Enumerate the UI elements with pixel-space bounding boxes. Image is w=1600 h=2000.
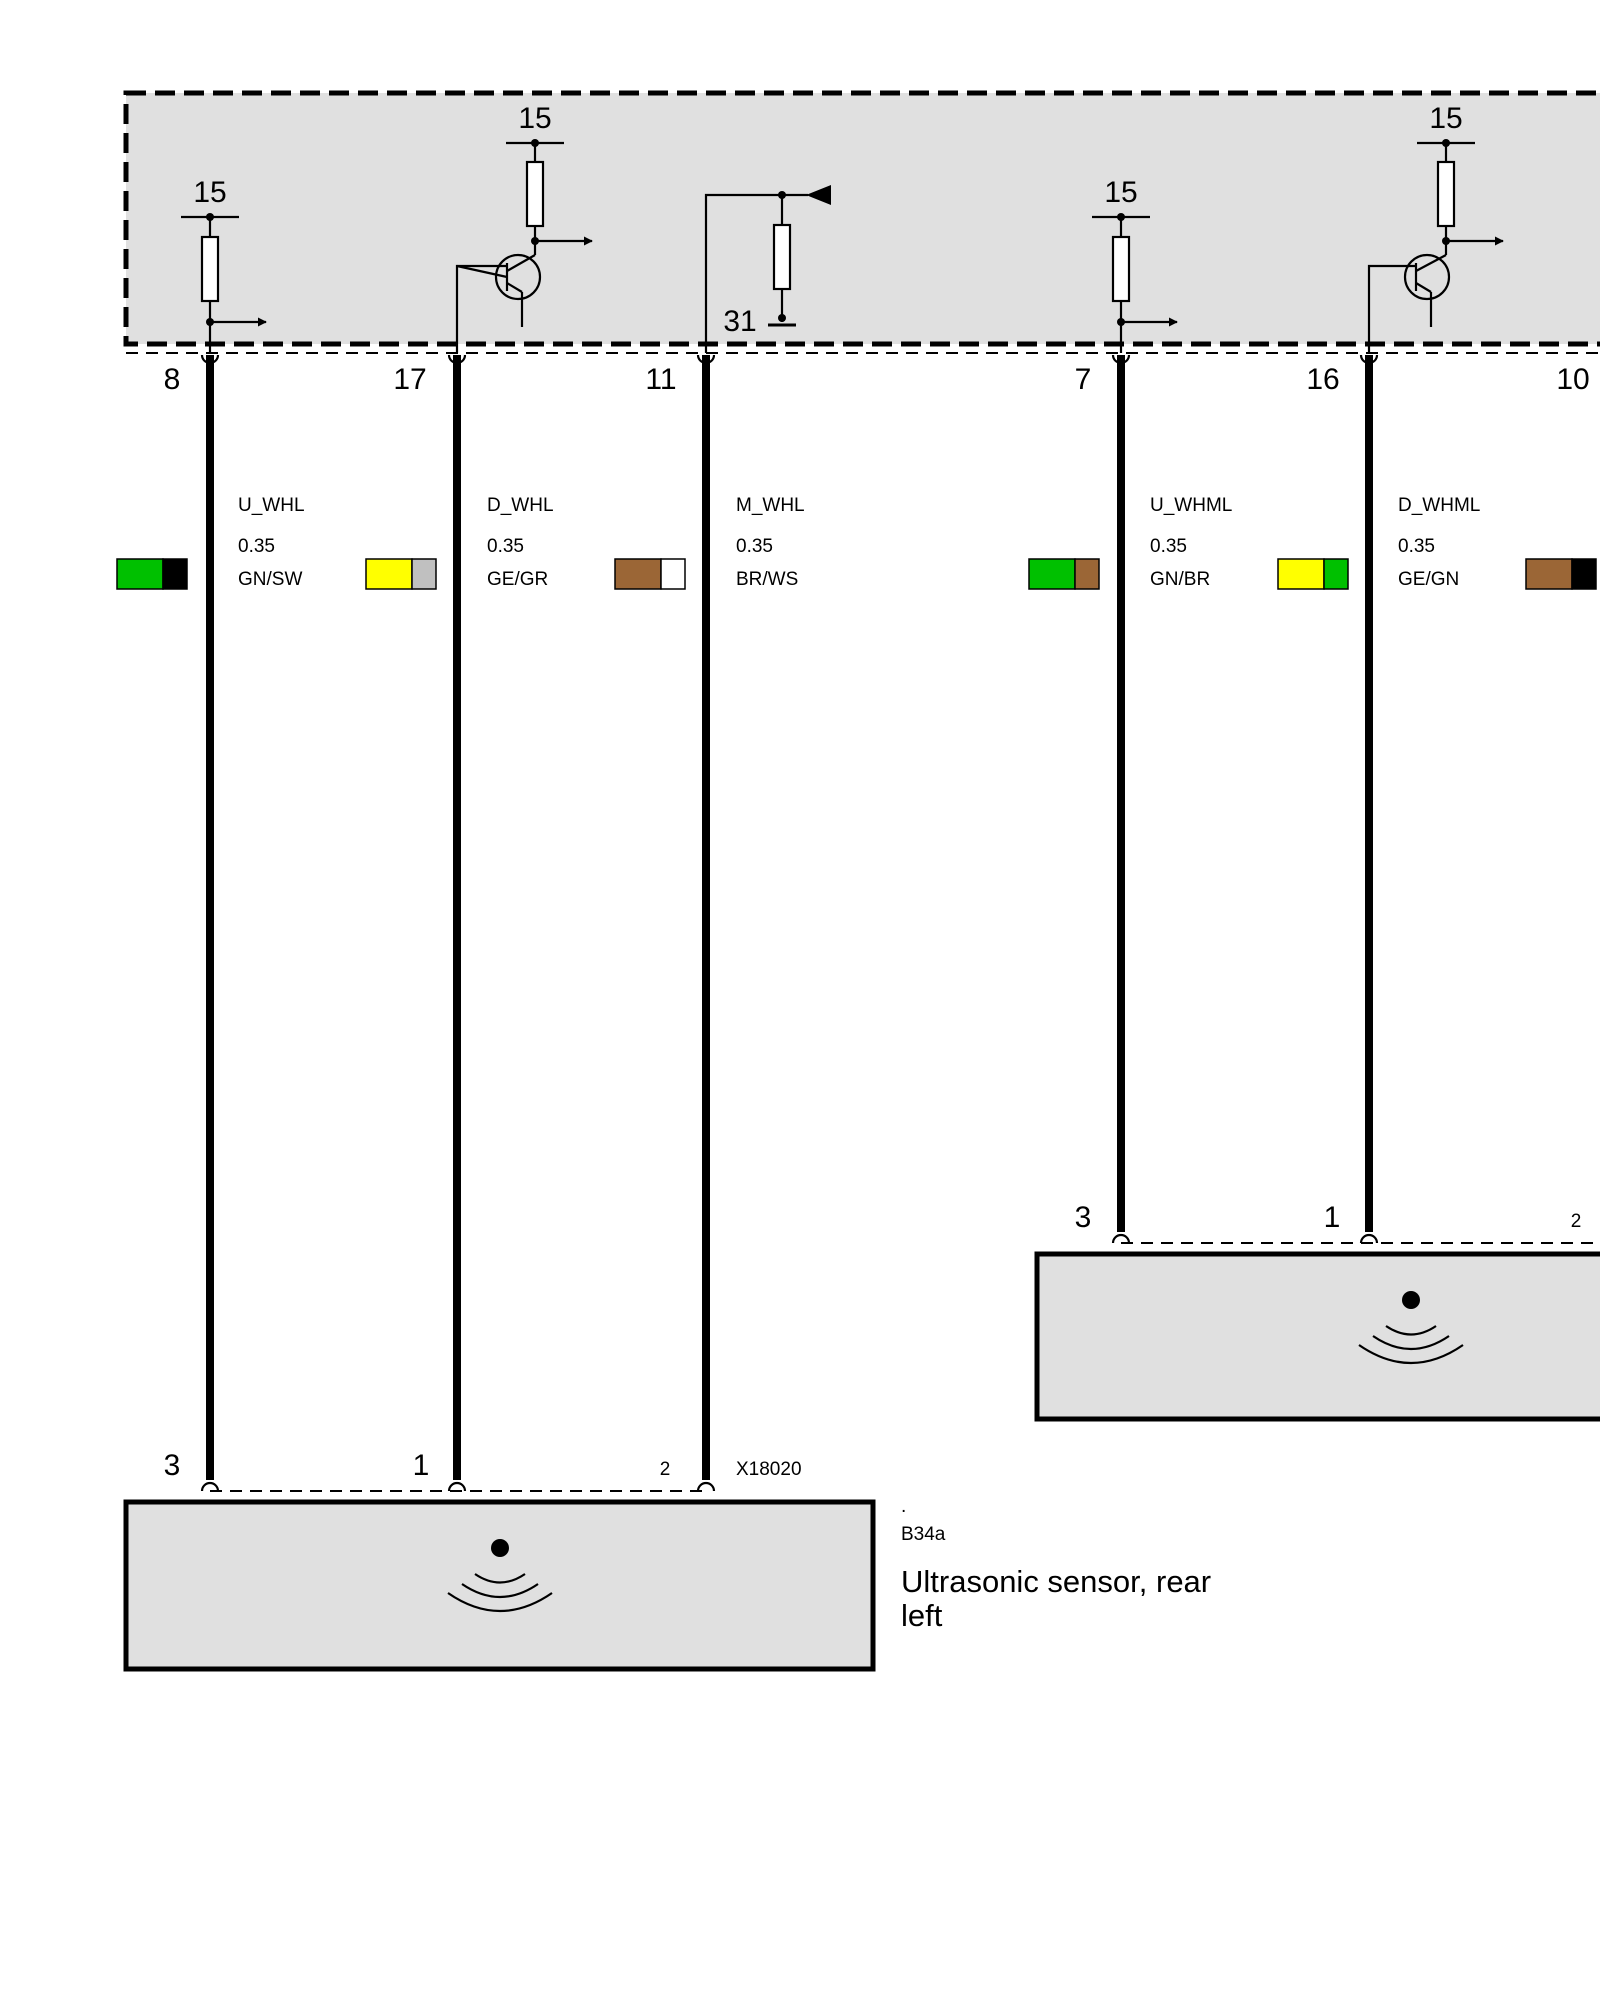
wire-signal-label: D_WHML [1398,495,1480,516]
control-unit-pin-label: 10 [1556,363,1589,396]
sensor-rear-left: 3 1 2 X18020 . B34a Ultrasonic sensor, r… [123,1449,1211,1672]
control-unit-box [123,90,1600,347]
ground-terminal-label: 31 [723,305,756,338]
wire-color-label: GN/BR [1150,569,1210,590]
control-unit-pin-label: 17 [393,363,426,396]
wire-color-label: GE/GR [487,569,548,590]
ground-circuit-pin-11 [704,185,831,353]
sensor-pin-label: 1 [1324,1201,1341,1234]
wire-gauge-label: 0.35 [238,536,275,557]
sensor-pin-label: 3 [1075,1201,1092,1234]
component-id-label: B34a [901,1524,946,1545]
wire-color-swatch [1028,558,1100,590]
control-unit: 15 15 15 15 31 8 17 11 7 16 10 [123,90,1600,396]
wire-gauge-label: 0.35 [1150,536,1187,557]
wire-color-label: GN/SW [238,569,302,590]
sensor-pin-label: 2 [660,1459,671,1480]
wire-gauge-label: 0.35 [487,536,524,557]
wire-gauge-label: 0.35 [736,536,773,557]
wire-color-swatch [116,558,188,590]
wire-color-swatches [116,558,1597,590]
wire-signal-label: U_WHL [238,495,305,516]
sensor-housing [123,1499,876,1672]
wire-color-swatch [1525,558,1597,590]
supply-terminal-label: 15 [193,176,226,209]
wire-color-label: GE/GN [1398,569,1459,590]
resistor-symbol [1436,160,1456,228]
arrow-icon [806,185,831,205]
wire-signal-label: U_WHML [1150,495,1232,516]
supply-terminal-label: 15 [518,102,551,135]
wire-labels: U_WHL 0.35 GN/SW D_WHL 0.35 GE/GR M_WHL … [238,495,1480,590]
control-unit-pin-label: 7 [1075,363,1092,396]
supply-terminal-label: 15 [1104,176,1137,209]
pullup-circuit-pin-8 [181,213,267,353]
control-unit-pin-label: 11 [645,363,676,396]
wire-color-label: BR/WS [736,569,798,590]
wires [200,354,1379,1480]
resistor-symbol [525,160,545,228]
transistor-symbol [1403,253,1451,301]
wire-signal-label: D_WHL [487,495,554,516]
sensor-pin-label: 2 [1571,1211,1582,1232]
pullup-circuit-pin-7 [1092,213,1178,353]
connector-id-label: X18020 [736,1459,802,1480]
transistor-circuit-pin-16 [1367,139,1504,353]
control-unit-pin-label: 16 [1306,363,1339,396]
wire-color-swatch [365,558,437,590]
transistor-circuit-pin-17 [455,139,593,353]
sensor-pin-label: 3 [164,1449,181,1482]
ultrasonic-icon [447,1539,553,1612]
wire-signal-label: M_WHL [736,495,805,516]
component-name-label: Ultrasonic sensor, rear [901,1564,1211,1599]
sensor-housing [1034,1251,1600,1422]
wire-color-swatch [1277,558,1349,590]
control-unit-pin-label: 8 [164,363,181,396]
component-name-label: left [901,1598,943,1633]
wire-gauge-label: 0.35 [1398,536,1435,557]
resistor-symbol [772,223,792,291]
separator-dot: . [901,1496,906,1517]
supply-terminal-label: 15 [1429,102,1462,135]
transistor-symbol [494,253,542,301]
sensor-pin-label: 1 [413,1449,430,1482]
resistor-symbol [1111,235,1131,303]
sensor-middle-left: 3 1 2 [1034,1201,1600,1422]
wire-color-swatch [614,558,686,590]
resistor-symbol [200,235,220,303]
ultrasonic-icon [1358,1291,1464,1364]
